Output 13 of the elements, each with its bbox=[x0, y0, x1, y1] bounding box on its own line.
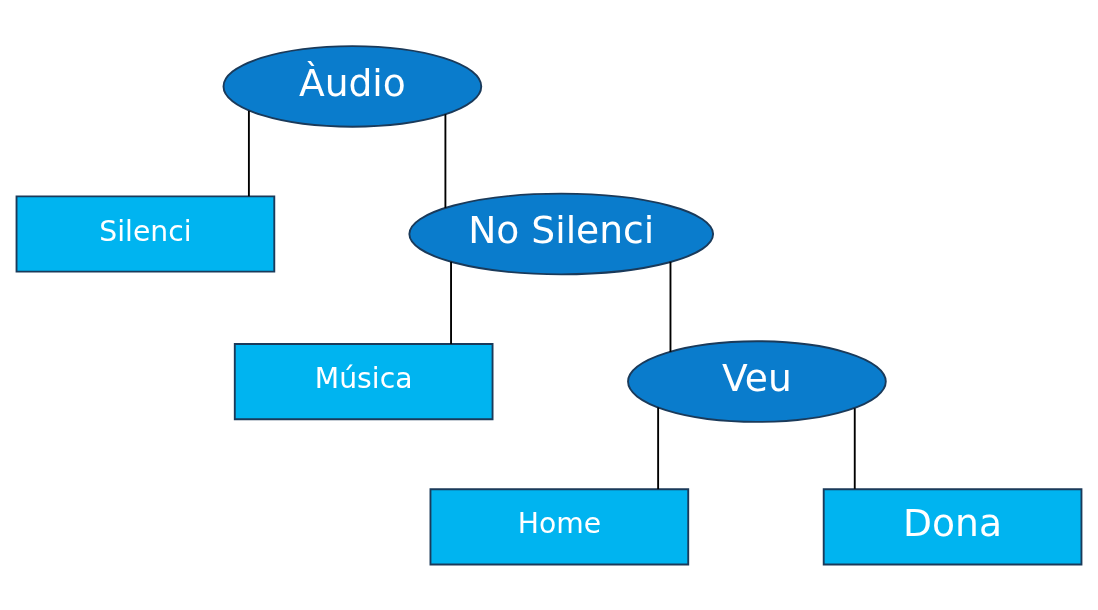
node-box: Silenci bbox=[15, 194, 276, 273]
connector bbox=[450, 260, 452, 345]
connector bbox=[247, 109, 250, 197]
node-ellipse: No Silenci bbox=[408, 192, 715, 275]
node-ellipse: Veu bbox=[627, 339, 887, 423]
connector bbox=[669, 260, 672, 353]
connector bbox=[657, 406, 660, 490]
connector bbox=[853, 406, 856, 490]
node-box: Dona bbox=[822, 487, 1083, 565]
node-box: Música bbox=[233, 342, 494, 420]
node-box: Home bbox=[429, 487, 690, 565]
connector bbox=[444, 112, 447, 209]
node-ellipse: Àudio bbox=[222, 44, 483, 128]
